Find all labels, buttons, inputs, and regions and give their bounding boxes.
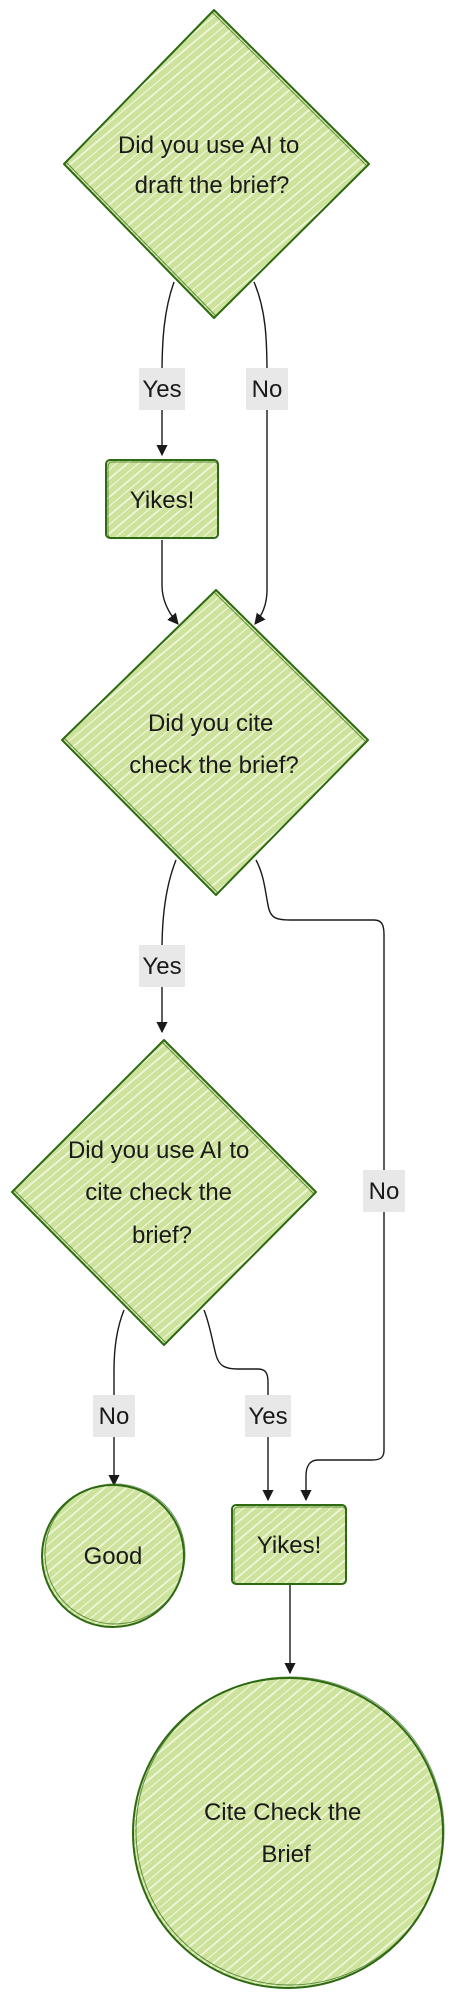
decision-ai-cite-check-line-2: cite check the <box>85 1179 232 1206</box>
label-q3-no: No <box>93 1395 135 1437</box>
decision-ai-cite-check: Did you use AI to cite check the brief? <box>11 1039 317 1346</box>
outcome-good-text: Good <box>84 1543 143 1570</box>
outcome-cite-check-line-1: Cite Check the <box>204 1799 361 1826</box>
edge-q1-no <box>253 281 268 625</box>
decision-cite-check-line-2: check the brief? <box>129 752 298 779</box>
decision-ai-cite-check-text: Did you use AI to cite check the brief? <box>68 1137 256 1249</box>
outcome-cite-check-text: Cite Check the Brief <box>204 1799 368 1868</box>
label-q1-no: No <box>246 368 288 410</box>
label-q1-no-text: No <box>252 376 283 403</box>
label-q3-yes-text: Yes <box>248 1403 287 1430</box>
edge-q2-no <box>255 859 385 1502</box>
decision-cite-check-line-1: Did you cite <box>148 710 273 737</box>
nodes: Did you use AI to draft the brief? Yikes… <box>11 9 445 1989</box>
decision-ai-cite-check-line-3: brief? <box>132 1222 192 1249</box>
outcome-cite-check: Cite Check the Brief <box>132 1676 445 1989</box>
decision-ai-draft-text: Did you use AI to draft the brief? <box>118 132 306 199</box>
label-q2-yes: Yes <box>139 945 185 987</box>
yikes-box-2: Yikes! <box>231 1504 347 1585</box>
yikes-box-1-text: Yikes! <box>130 487 194 514</box>
label-q1-yes: Yes <box>139 368 185 410</box>
edge-q3-no <box>108 1309 125 1487</box>
decision-ai-draft-line-1: Did you use AI to <box>118 132 299 159</box>
label-q2-no: No <box>363 1170 405 1212</box>
decision-ai-draft-line-2: draft the brief? <box>135 172 290 199</box>
label-q3-yes: Yes <box>245 1395 291 1437</box>
label-q2-yes-text: Yes <box>142 953 181 980</box>
edge-yikes1-q2 <box>161 540 179 625</box>
label-q3-no-text: No <box>99 1403 130 1430</box>
decision-cite-check-text: Did you cite check the brief? <box>129 710 298 779</box>
decision-ai-cite-check-line-1: Did you use AI to <box>68 1137 249 1164</box>
edge-q3-yes <box>203 1309 274 1502</box>
edges <box>108 281 385 1675</box>
label-q1-yes-text: Yes <box>142 376 181 403</box>
edge-labels: Yes No Yes No No Yes <box>93 368 405 1437</box>
label-q2-no-text: No <box>369 1178 400 1205</box>
outcome-good: Good <box>41 1483 186 1628</box>
decision-cite-check: Did you cite check the brief? <box>61 589 369 896</box>
yikes-box-1: Yikes! <box>105 459 219 539</box>
outcome-cite-check-line-2: Brief <box>261 1841 311 1868</box>
yikes-box-2-text: Yikes! <box>257 1532 321 1559</box>
decision-ai-draft: Did you use AI to draft the brief? <box>63 9 370 319</box>
